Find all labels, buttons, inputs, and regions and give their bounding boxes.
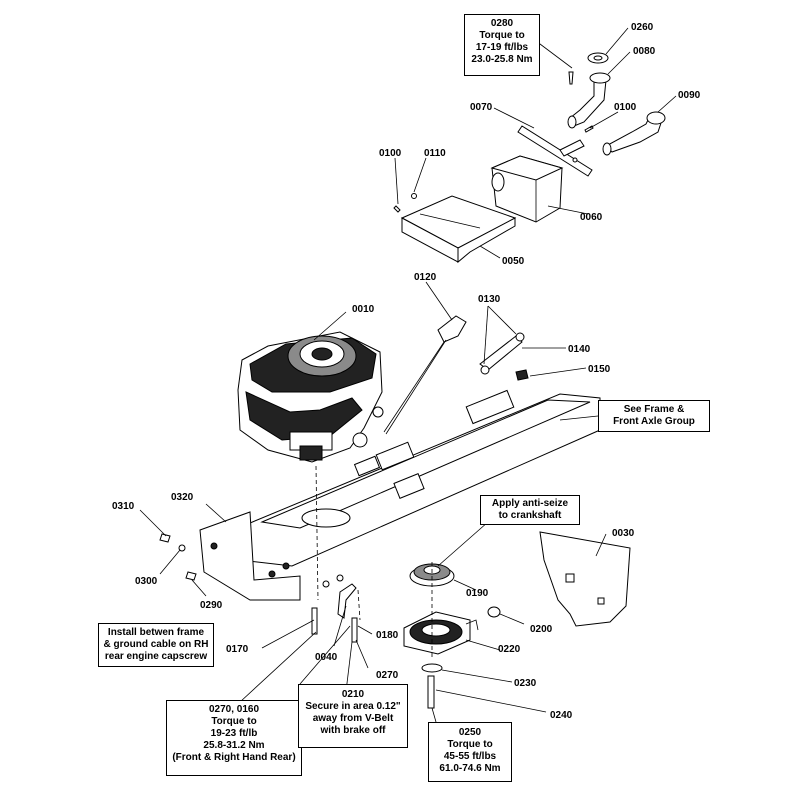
callout-0030: 0030: [612, 528, 635, 539]
callout-0090: 0090: [678, 90, 701, 101]
note-0280: 0280 Torque to 17-19 ft/lbs 23.0-25.8 Nm: [464, 14, 540, 76]
heat-shield-part: [400, 195, 517, 264]
note-frame-line2: Front Axle Group: [613, 416, 695, 427]
note-frame-group: See Frame & Front Axle Group: [598, 400, 710, 432]
pulley-part: [409, 563, 455, 587]
note-0270-line4: 25.8-31.2 Nm: [203, 740, 265, 751]
note-0270-line3: 19-23 ft/lb: [210, 728, 258, 739]
bolt-0180-part: [351, 617, 358, 643]
rear-bracket-part: [199, 511, 301, 601]
exhaust-pipe-right-part: [602, 111, 666, 156]
note-0270-line2: Torque to: [211, 716, 257, 727]
clip-0150-part: [515, 369, 529, 381]
dipstick-part: [383, 315, 467, 435]
callout-0220: 0220: [498, 644, 521, 655]
note-antiseize-line1: Apply anti-seize: [491, 498, 569, 509]
washer-0110-part: [411, 193, 417, 199]
electric-clutch-part: [403, 611, 479, 655]
callout-0060: 0060: [580, 212, 603, 223]
callout-0300: 0300: [135, 576, 158, 587]
callout-0050: 0050: [502, 256, 525, 267]
callout-0190: 0190: [466, 588, 489, 599]
note-0250-line2: Torque to: [447, 739, 493, 750]
callout-0040: 0040: [315, 652, 338, 663]
frame-part: [237, 389, 601, 567]
note-0210-line4: with brake off: [320, 725, 386, 736]
callout-0110: 0110: [424, 148, 446, 159]
callout-0320: 0320: [171, 492, 194, 503]
note-install: Install betwen frame & ground cable on R…: [98, 623, 214, 667]
callout-0310: 0310: [112, 501, 135, 512]
nut-0160-part: [322, 580, 330, 588]
note-0280-line3: 17-19 ft/lbs: [475, 42, 529, 53]
callout-0290: 0290: [200, 600, 223, 611]
note-0280-id: 0280: [490, 18, 514, 29]
note-frame-line1: See Frame &: [623, 404, 685, 415]
callout-0080: 0080: [633, 46, 656, 57]
callout-0270: 0270: [376, 670, 399, 681]
washer-0230-part: [421, 663, 443, 673]
screw-0100-left-part: [393, 205, 401, 213]
note-0250-line4: 61.0-74.6 Nm: [439, 763, 501, 774]
callout-0200: 0200: [530, 624, 553, 635]
note-0270-line5: (Front & Right Hand Rear): [172, 752, 296, 763]
note-antiseize-line2: to crankshaft: [498, 510, 562, 521]
nut-0290-part: [185, 571, 197, 581]
tube-part: [479, 332, 525, 375]
note-0280-line4: 23.0-25.8 Nm: [471, 54, 533, 65]
callout-0100-upper: 0100: [614, 102, 637, 113]
muffler-part: [490, 155, 564, 223]
note-install-line1: Install betwen frame: [107, 627, 205, 638]
note-0210-line2: Secure in area 0.12": [305, 701, 401, 712]
leader-lines: [139, 27, 677, 723]
muffler-bracket-part: [517, 125, 593, 177]
note-0250-id: 0250: [458, 727, 482, 738]
callout-0010: 0010: [352, 304, 375, 315]
note-0210: 0210 Secure in area 0.12" away from V-Be…: [298, 684, 408, 748]
callout-0240: 0240: [550, 710, 573, 721]
bolt-0240-part: [427, 675, 435, 709]
bushing-0200-part: [487, 606, 501, 618]
callout-0120: 0120: [414, 272, 437, 283]
part-callouts: 0260 0080 0090 0070 0100 0100 0110 0060 …: [112, 22, 701, 721]
note-antiseize: Apply anti-seize to crankshaft: [480, 495, 580, 525]
exhaust-gasket-part: [587, 52, 609, 64]
washer-0300-part: [178, 544, 186, 552]
note-0210-line3: away from V-Belt: [312, 713, 394, 724]
engine-part: [237, 331, 384, 463]
note-install-line2: & ground cable on RH: [103, 639, 209, 650]
note-0250-line3: 45-55 ft/lbs: [443, 751, 497, 762]
note-0270-0160: 0270, 0160 Torque to 19-23 ft/lb 25.8-31…: [166, 700, 302, 776]
callout-0100-left: 0100: [379, 148, 402, 159]
callout-0230: 0230: [514, 678, 537, 689]
callout-0170: 0170: [226, 644, 249, 655]
note-install-line3: rear engine capscrew: [104, 651, 208, 662]
screw-0280-part: [568, 71, 574, 85]
bolt-0310-part: [159, 533, 171, 543]
side-shield-part: [539, 531, 631, 627]
callout-0130: 0130: [478, 294, 501, 305]
callout-0180: 0180: [376, 630, 399, 641]
callout-0150: 0150: [588, 364, 611, 375]
note-0210-id: 0210: [341, 689, 365, 700]
assembly-dash-lines: [315, 465, 433, 660]
note-0280-line2: Torque to: [479, 30, 525, 41]
nut-0160b-part: [336, 574, 344, 582]
exhaust-pipe-left-part: [567, 72, 611, 129]
note-0270-id: 0270, 0160: [208, 704, 260, 715]
note-0250: 0250 Torque to 45-55 ft/lbs 61.0-74.6 Nm: [428, 722, 512, 782]
callout-0140: 0140: [568, 344, 591, 355]
callout-0260: 0260: [631, 22, 654, 33]
bracket-0040-part: [337, 583, 357, 619]
callout-0070: 0070: [470, 102, 493, 113]
